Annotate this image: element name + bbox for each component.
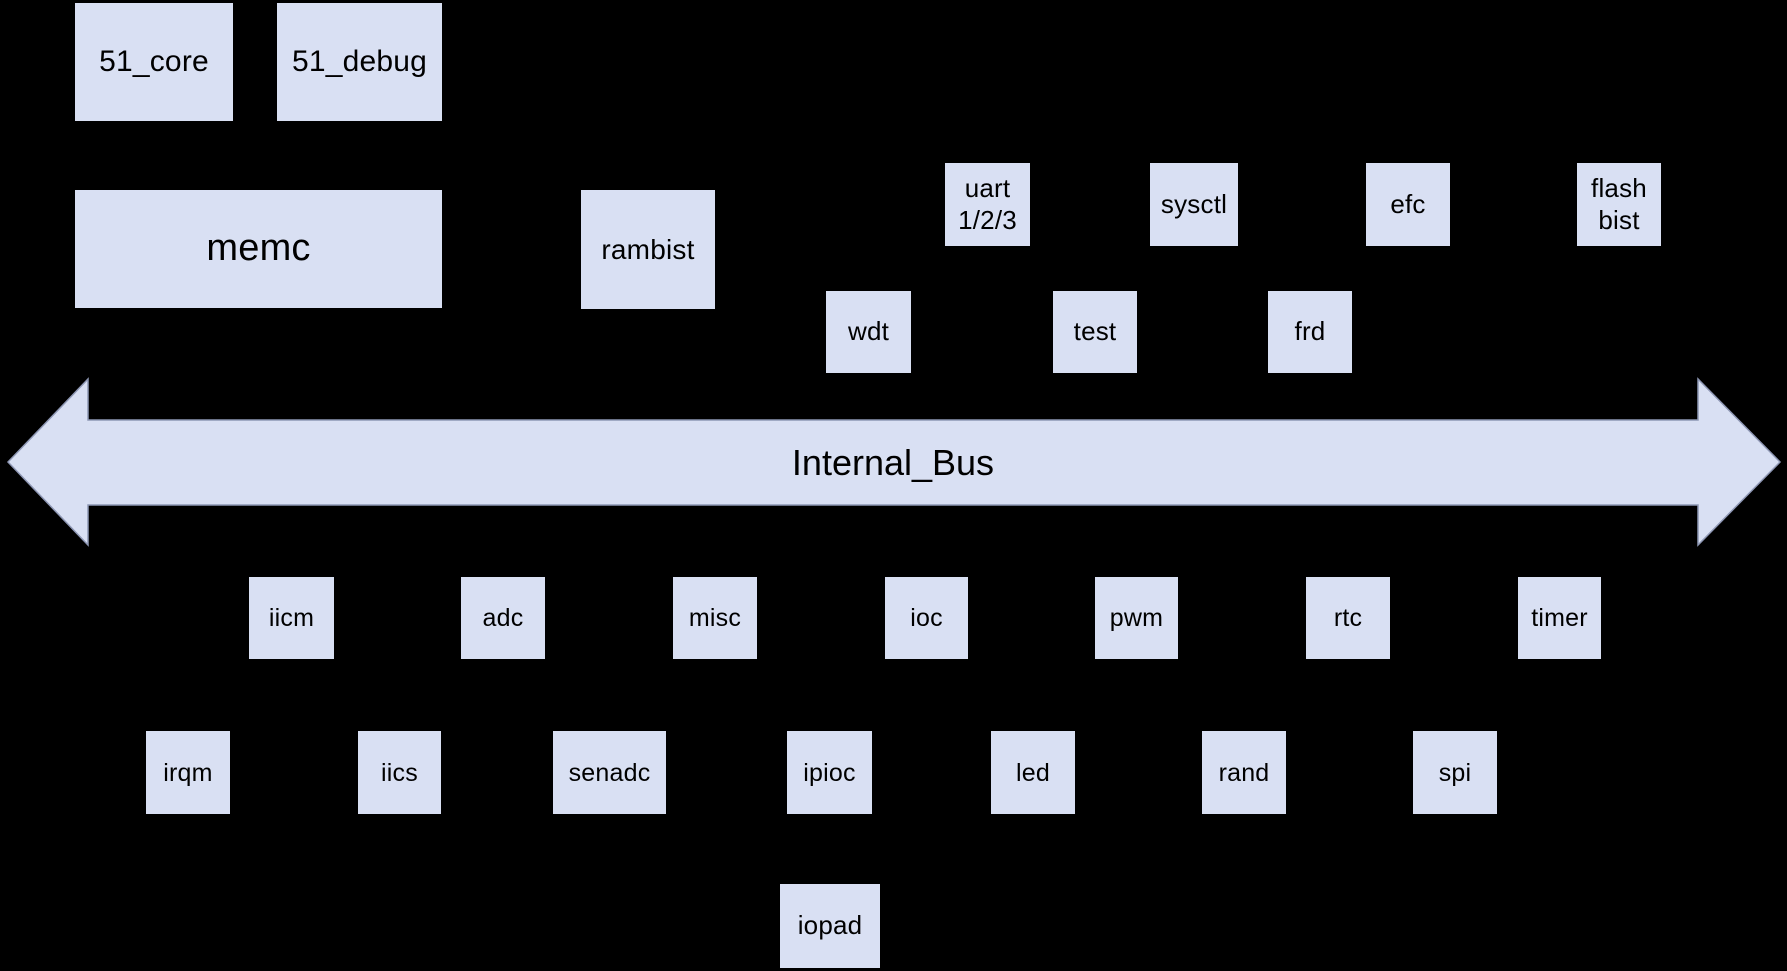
- block-iics: iics: [358, 731, 441, 814]
- block-label: misc: [688, 604, 742, 632]
- block-label: spi: [1438, 758, 1472, 787]
- block-efc: efc: [1366, 163, 1450, 246]
- block-label: rambist: [601, 233, 695, 265]
- block-label: wdt: [847, 316, 890, 347]
- block-frd: frd: [1268, 291, 1352, 373]
- block-label: ipioc: [803, 758, 856, 787]
- block-label: ioc: [910, 604, 943, 632]
- block-spi: spi: [1413, 731, 1497, 814]
- block-label: rand: [1218, 758, 1270, 787]
- block-rambist: rambist: [581, 190, 715, 309]
- block-51-debug: 51_debug: [277, 3, 442, 121]
- block-label: led: [1016, 758, 1050, 787]
- block-label: senadc: [568, 758, 651, 787]
- block-label: sysctl: [1160, 188, 1228, 219]
- block-adc: adc: [461, 577, 545, 659]
- block-test: test: [1053, 291, 1137, 373]
- block-led: led: [991, 731, 1075, 814]
- internal-bus-arrow: [6, 377, 1782, 547]
- block-label: 1/2/3: [958, 204, 1017, 235]
- block-memc: memc: [75, 190, 442, 308]
- block-label: efc: [1390, 188, 1426, 219]
- block-sysctl: sysctl: [1150, 163, 1238, 246]
- block-label: iics: [381, 758, 418, 787]
- block-label: 51_debug: [291, 45, 428, 78]
- block-label: iopad: [797, 910, 863, 941]
- block-irqm: irqm: [146, 731, 230, 814]
- block-label: iicm: [268, 604, 315, 632]
- block-label: bist: [1598, 204, 1640, 235]
- block-iopad: iopad: [780, 884, 880, 968]
- block-iicm: iicm: [249, 577, 334, 659]
- block-label: timer: [1531, 604, 1588, 632]
- block-ipioc: ipioc: [787, 731, 872, 814]
- block-timer: timer: [1518, 577, 1601, 659]
- block-label: memc: [206, 227, 311, 270]
- block-misc: misc: [673, 577, 757, 659]
- block-label: irqm: [163, 758, 213, 787]
- block-label: test: [1073, 316, 1117, 347]
- block-label: 51_core: [99, 45, 209, 78]
- block-pwm: pwm: [1095, 577, 1178, 659]
- internal-bus-label: Internal_Bus: [791, 441, 995, 483]
- block-label: frd: [1294, 316, 1326, 347]
- block-rtc: rtc: [1306, 577, 1390, 659]
- block-label: rtc: [1333, 604, 1363, 632]
- block-label: uart: [964, 173, 1011, 204]
- block-ioc: ioc: [885, 577, 968, 659]
- block-label: adc: [482, 604, 524, 632]
- block-51-core: 51_core: [75, 3, 233, 121]
- block-label: pwm: [1109, 604, 1164, 632]
- block-rand: rand: [1202, 731, 1286, 814]
- block-wdt: wdt: [826, 291, 911, 373]
- block-label: flash: [1591, 173, 1647, 204]
- block-senadc: senadc: [553, 731, 666, 814]
